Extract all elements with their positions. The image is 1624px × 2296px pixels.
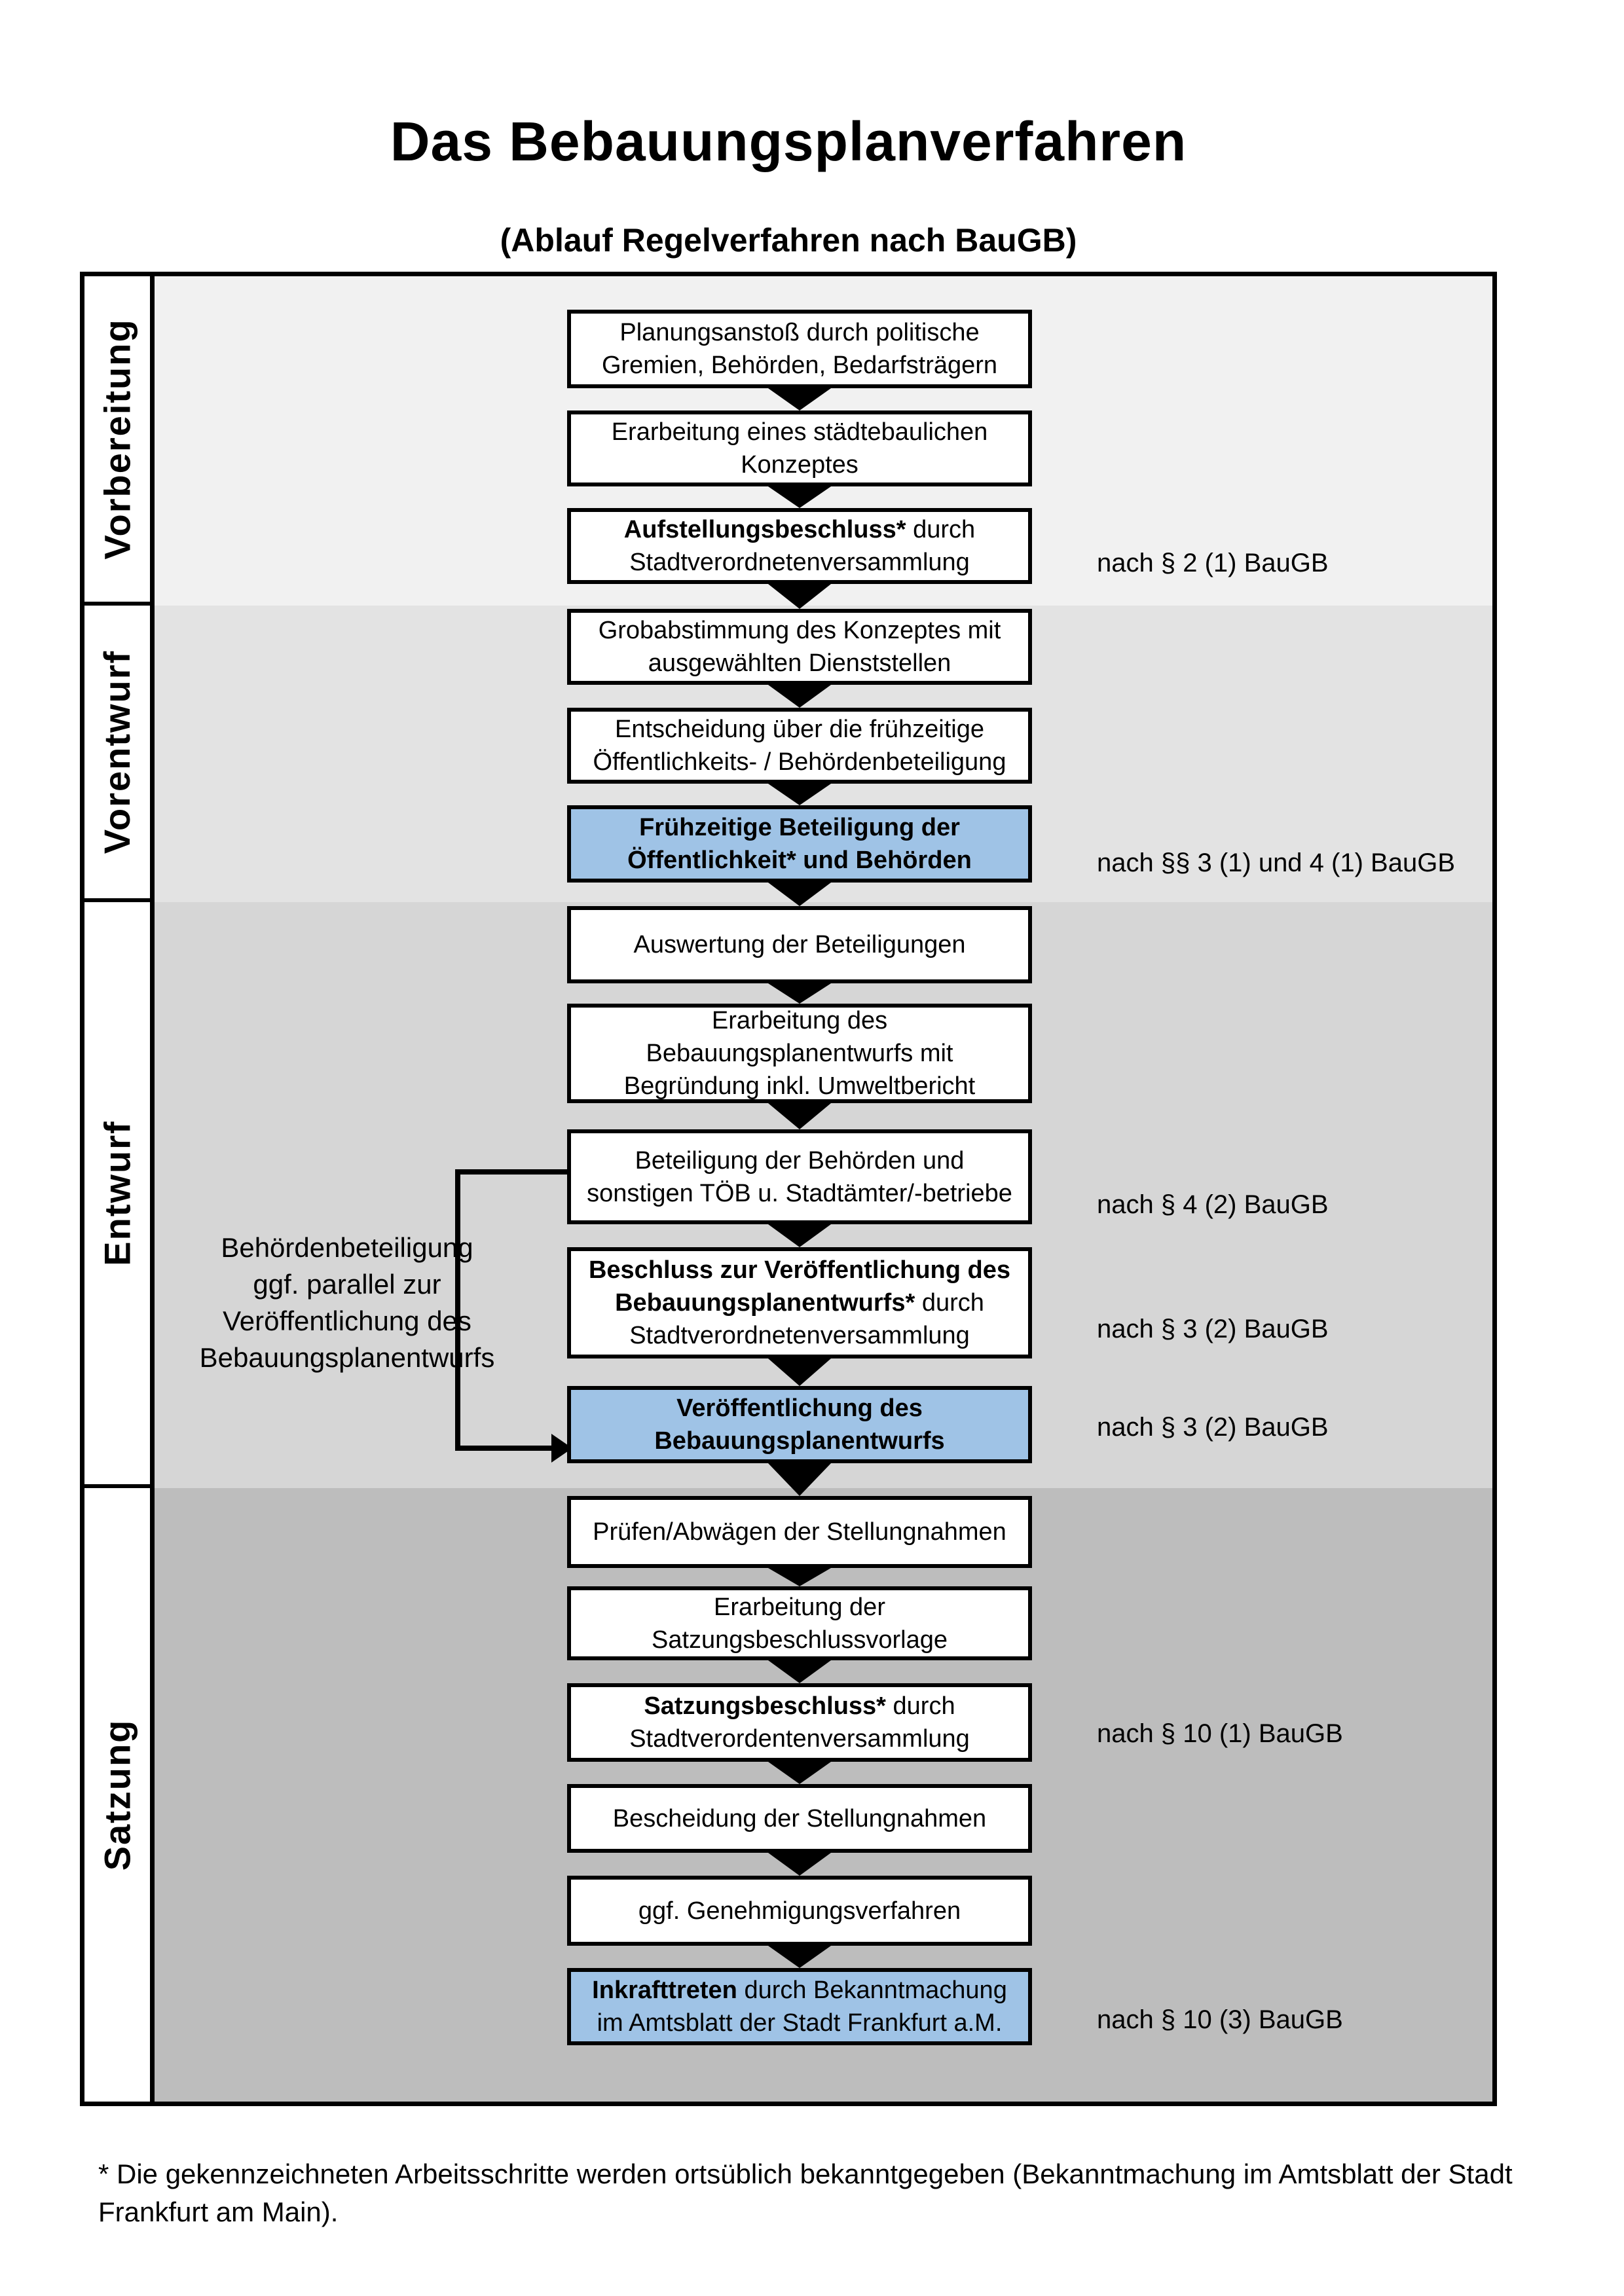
flow-arrow-down-icon xyxy=(768,1103,831,1129)
legal-note-fruehzeitige-beteiligung: nach §§ 3 (1) und 4 (1) BauGB xyxy=(1097,848,1455,877)
legal-note-inkrafttreten: nach § 10 (3) BauGB xyxy=(1097,2005,1343,2034)
phase-label-vorbereitung: Vorbereitung xyxy=(84,276,150,606)
legal-note-beteiligung-behoerden-toeb: nach § 4 (2) BauGB xyxy=(1097,1190,1329,1219)
flow-box-genehmigungsverfahren: ggf. Genehmigungsverfahren xyxy=(567,1876,1032,1946)
legal-note-beschluss-veroeffentlichung: nach § 3 (2) BauGB xyxy=(1097,1315,1329,1343)
flow-box-auswertung-beteiligungen: Auswertung der Beteiligungen xyxy=(567,906,1032,983)
legal-note-satzungsbeschluss: nach § 10 (1) BauGB xyxy=(1097,1719,1343,1748)
flow-arrow-down-icon xyxy=(768,1762,831,1784)
legal-note-aufstellungsbeschluss: nach § 2 (1) BauGB xyxy=(1097,549,1329,577)
page-subtitle: (Ablauf Regelverfahren nach BauGB) xyxy=(500,222,1077,259)
side-annotation: Behördenbeteiligung ggf. parallel zur Ve… xyxy=(199,1232,495,1373)
flow-arrow-down-icon xyxy=(768,486,831,508)
phase-label-entwurf: Entwurf xyxy=(84,902,150,1488)
connector-horizontal-bottom xyxy=(455,1446,553,1451)
flow-arrow-down-icon xyxy=(768,1224,831,1247)
flow-arrow-down-icon xyxy=(768,685,831,708)
flow-arrow-down-icon xyxy=(768,1358,831,1386)
footnote: * Die gekennzeichneten Arbeitsschritte w… xyxy=(98,2159,1513,2227)
flow-arrow-down-icon xyxy=(768,1853,831,1876)
connector-vertical xyxy=(455,1169,460,1451)
flow-arrow-down-icon xyxy=(768,1660,831,1683)
flow-arrow-down-icon xyxy=(768,388,831,410)
flow-arrow-down-icon xyxy=(768,1568,831,1586)
flow-arrow-down-icon xyxy=(768,1946,831,1968)
flow-box-bescheidung-stellungnahmen: Bescheidung der Stellungnahmen xyxy=(567,1784,1032,1853)
flow-arrow-down-icon xyxy=(768,1463,831,1496)
flow-arrow-down-icon xyxy=(768,584,831,609)
phase-label-column: Vorbereitung Vorentwurf Entwurf Satzung xyxy=(84,276,155,2102)
page-title: Das Bebauungsplanverfahren xyxy=(390,111,1187,172)
phase-label-vorentwurf: Vorentwurf xyxy=(84,606,150,902)
connector-horizontal-top xyxy=(455,1169,567,1175)
flow-arrow-down-icon xyxy=(768,983,831,1004)
flow-box-pruefen-abwaegen-stellungnahmen: Prüfen/Abwägen der Stellungnahmen xyxy=(567,1496,1032,1568)
legal-note-veroeffentlichung-entwurf: nach § 3 (2) BauGB xyxy=(1097,1413,1329,1442)
phase-label-satzung: Satzung xyxy=(96,1719,138,1871)
flow-arrow-down-icon xyxy=(768,784,831,805)
flow-arrow-down-icon xyxy=(768,883,831,906)
